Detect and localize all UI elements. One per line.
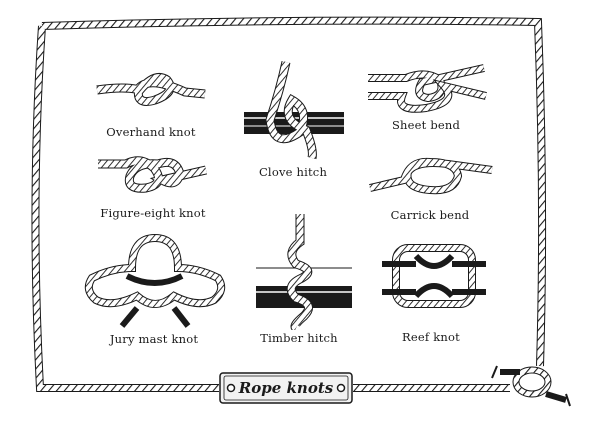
page-title: Rope knots [238,379,334,397]
sheet-bend-label: Sheet bend [391,118,461,132]
sheet-bend-icon [368,64,487,113]
carrick-bend-icon [369,157,493,195]
figure-eight-knot-icon [98,156,207,193]
jury-mast-knot-label: Jury mast knot [109,332,199,346]
carrick-bend-label: Carrick bend [390,208,470,222]
title-plaque: Rope knots [219,372,353,404]
clove-hitch-label: Clove hitch [258,165,328,179]
figure-eight-knot-label: Figure-eight knot [100,206,206,220]
overhand-knot-label: Overhand knot [106,125,196,139]
reef-knot-label: Reef knot [402,330,460,344]
overhand-knot-icon [96,73,206,106]
clove-hitch-icon [244,61,344,160]
jury-mast-knot-icon [84,233,226,328]
timber-hitch-icon [256,214,352,330]
reef-knot-icon [382,244,486,308]
plaque-frame [219,372,353,404]
corner-knot-icon [491,365,571,407]
timber-hitch-label: Timber hitch [260,331,338,345]
